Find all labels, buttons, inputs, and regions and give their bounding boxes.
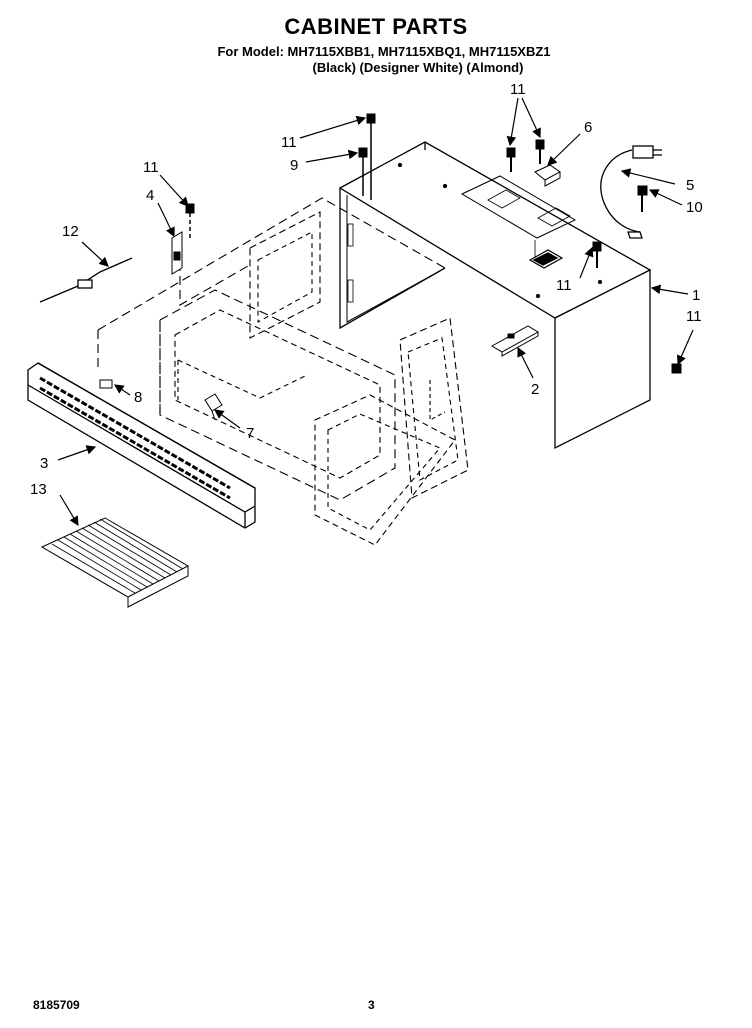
callout-11-rear-screw: 11 xyxy=(281,134,297,151)
callout-6: 6 xyxy=(584,119,592,136)
callout-4: 4 xyxy=(146,187,154,204)
inner-cavity-hidden-lines xyxy=(97,197,469,546)
model-colors: (Black) (Designer White) (Almond) xyxy=(312,60,524,75)
outer-cabinet-wrapper xyxy=(338,141,652,450)
callout-7: 7 xyxy=(246,425,254,442)
callout-12: 12 xyxy=(62,223,79,240)
callout-11-right-screw: 11 xyxy=(686,308,702,325)
screw-10 xyxy=(637,185,648,212)
callout-13: 13 xyxy=(30,481,47,498)
screws-top xyxy=(185,113,682,374)
callout-2: 2 xyxy=(531,381,539,398)
power-cord xyxy=(600,145,662,239)
callout-1: 1 xyxy=(692,287,700,304)
callout-5: 5 xyxy=(686,177,694,194)
callout-11-hinge: 11 xyxy=(143,159,159,176)
switch-7 xyxy=(204,393,223,421)
vent-grille xyxy=(27,362,256,529)
page-number: 3 xyxy=(368,998,375,1012)
bracket-6 xyxy=(534,164,561,187)
page-title: CABINET PARTS xyxy=(284,14,468,39)
grease-filter xyxy=(40,517,190,608)
bracket-2 xyxy=(491,325,539,357)
hinge-4 xyxy=(171,231,183,275)
document-number: 8185709 xyxy=(33,998,80,1012)
callout-numbers: 1 2 3 4 5 6 7 8 9 10 11 11 11 11 11 12 1… xyxy=(30,81,703,498)
callout-9: 9 xyxy=(290,157,298,174)
latch-8 xyxy=(99,379,113,389)
callout-10: 10 xyxy=(686,199,703,216)
callout-11-top-screws: 11 xyxy=(510,81,526,98)
leader-lines xyxy=(57,97,694,527)
wire-12 xyxy=(39,257,133,303)
callout-11-side-screw: 11 xyxy=(556,277,572,294)
callout-3: 3 xyxy=(40,455,48,472)
model-numbers: For Model: MH7115XBB1, MH7115XBQ1, MH711… xyxy=(217,44,551,59)
callout-8: 8 xyxy=(134,389,142,406)
grille-slots xyxy=(39,376,231,500)
